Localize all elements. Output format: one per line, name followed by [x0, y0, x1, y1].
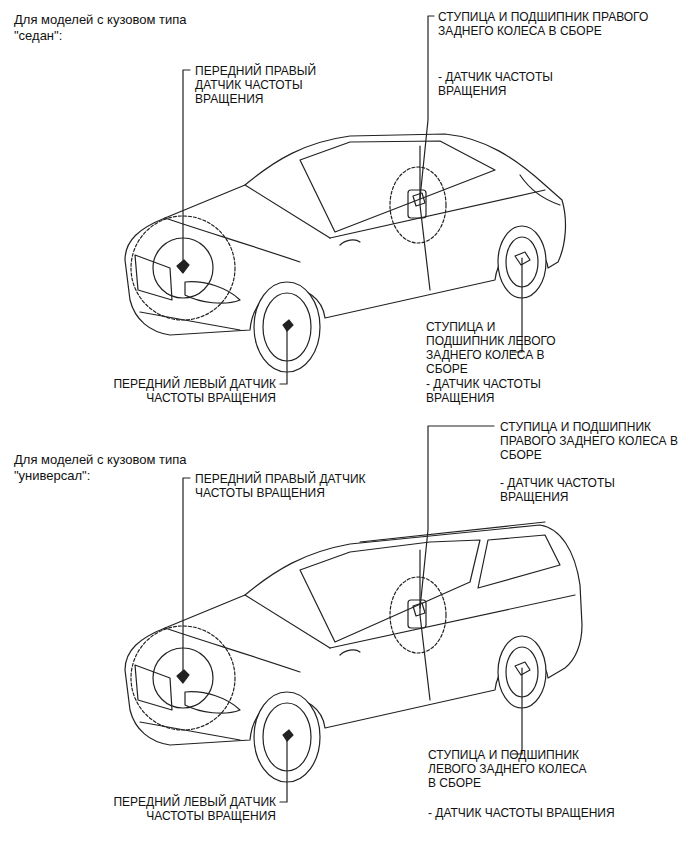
section-heading: Для моделей с кузовом типа "седан":: [14, 12, 204, 44]
part-label: СТУПИЦА И ПОДШИПНИК ПРАВОГО ЗАДНЕГО КОЛЕ…: [500, 420, 685, 462]
part-label: - ДАТЧИК ЧАСТОТЫ ВРАЩЕНИЯ: [500, 476, 650, 504]
part-label: - ДАТЧИК ЧАСТОТЫ ВРАЩЕНИЯ: [426, 377, 576, 405]
part-label: ПЕРЕДНИЙ ЛЕВЫЙ ДАТЧИК ЧАСТОТЫ ВРАЩЕНИЯ: [80, 795, 276, 823]
part-label: СТУПИЦА И ПОДШИПНИК ЛЕВОГО ЗАДНЕГО КОЛЕС…: [428, 748, 588, 790]
part-label: ПЕРЕДНИЙ ПРАВЫЙ ДАТЧИК ЧАСТОТЫ ВРАЩЕНИЯ: [195, 472, 400, 500]
part-label: - ДАТЧИК ЧАСТОТЫ ВРАЩЕНИЯ: [428, 806, 683, 820]
part-label: - ДАТЧИК ЧАСТОТЫ ВРАЩЕНИЯ: [438, 70, 588, 98]
part-label: СТУПИЦА И ПОДШИПНИК ПРАВОГО ЗАДНЕГО КОЛЕ…: [438, 10, 653, 38]
part-label: ПЕРЕДНИЙ ПРАВЫЙ ДАТЧИК ЧАСТОТЫ ВРАЩЕНИЯ: [195, 64, 335, 106]
section-heading: Для моделей с кузовом типа "универсал":: [14, 452, 204, 484]
part-label: СТУПИЦА И ПОДШИПНИК ЛЕВОГО ЗАДНЕГО КОЛЕС…: [426, 320, 576, 376]
part-label: ПЕРЕДНИЙ ЛЕВЫЙ ДАТЧИК ЧАСТОТЫ ВРАЩЕНИЯ: [84, 377, 276, 405]
